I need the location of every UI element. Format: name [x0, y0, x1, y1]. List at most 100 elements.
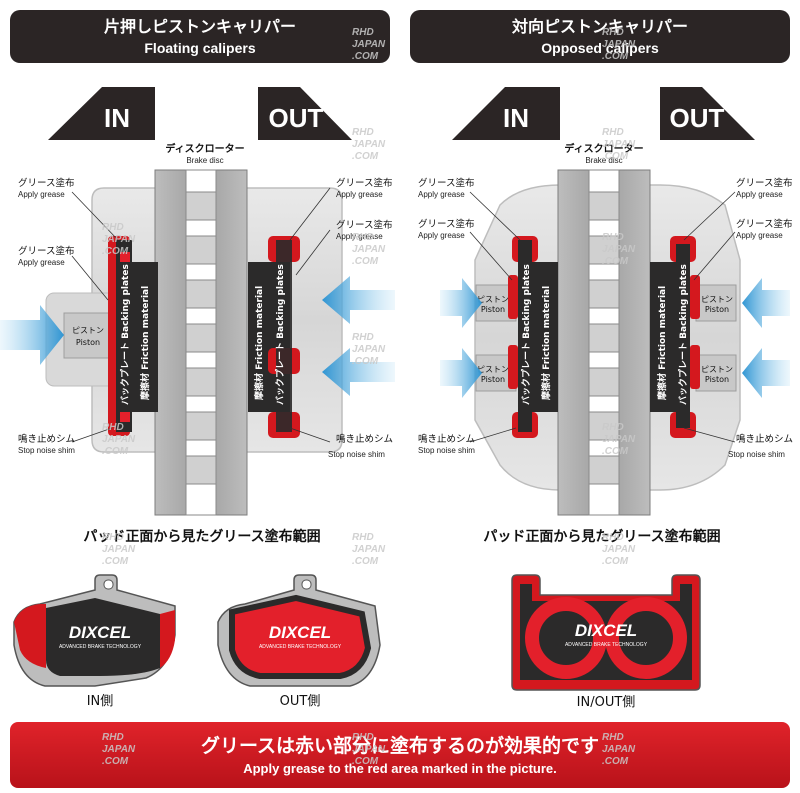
left-out-label: OUT	[269, 103, 324, 133]
wm-g-1: RHD	[102, 532, 124, 543]
banner-en: Apply grease to the red area marked in t…	[243, 761, 557, 776]
left-force-arrow-in	[0, 305, 64, 365]
wm-g-2: JAPAN	[102, 544, 136, 555]
left-annotations	[71, 187, 331, 443]
left-shim-jp: 鳴き止めシム	[18, 433, 75, 445]
wm-o-2: JAPAN	[352, 744, 386, 755]
left-grease-4-jp: グリース塗布	[336, 219, 393, 231]
left-force-arrow-out-1	[322, 276, 395, 324]
right-piston-in-1-jp: ピストン	[477, 295, 509, 304]
right-shim-jp: 鳴き止めシム	[418, 433, 475, 445]
right-piston-out-1-en: Piston	[705, 305, 729, 314]
wm-d-2: JAPAN	[352, 344, 386, 355]
banner-jp: グリースは赤い部分に塗布するのが効果的です	[201, 734, 599, 757]
wm-p-2: JAPAN	[602, 744, 636, 755]
wm-n-3: .COM	[102, 756, 129, 767]
left-in-arrow: IN	[48, 87, 155, 140]
right-grease-3-jp: グリース塗布	[736, 177, 793, 189]
wm-a-3: .COM	[352, 51, 379, 62]
wm-f-3: .COM	[102, 446, 129, 457]
right-force-arrow-in-2	[440, 348, 482, 398]
pad-out-label: OUT側	[280, 694, 321, 709]
left-in-pad	[108, 236, 158, 436]
right-out-backing-label: バックプレート Backing plates	[677, 264, 689, 405]
right-out-label: OUT	[670, 103, 725, 133]
right-grease-3-en: Apply grease	[736, 190, 783, 199]
wm-b-3: .COM	[352, 151, 379, 162]
left-in-backing-label: バックプレート Backing plates	[119, 264, 131, 405]
right-force-arrow-out-1	[742, 278, 790, 328]
wm-d-3: .COM	[352, 356, 379, 367]
right-out-arrow: OUT	[660, 87, 755, 140]
wm-b-2: JAPAN	[352, 139, 386, 150]
right-grease-4-jp: グリース塗布	[736, 218, 793, 230]
right-grease-4-en: Apply grease	[736, 231, 783, 240]
left-disc-jp: ディスクローター	[165, 142, 244, 155]
wm-c-2: JAPAN	[352, 244, 386, 255]
left-grease-2-en: Apply grease	[18, 258, 65, 267]
left-piston-jp: ピストン	[72, 326, 104, 335]
wm-n-1: RHD	[102, 732, 124, 743]
right-piston-in-2-en: Piston	[481, 375, 505, 384]
wm-c-1: RHD	[352, 232, 374, 243]
wm-p-3: .COM	[602, 756, 629, 767]
pad-inout-label: IN/OUT側	[577, 695, 636, 710]
wm-h-3: .COM	[352, 556, 379, 567]
wm-k-3: .COM	[602, 256, 629, 267]
pad-in-label: IN側	[87, 694, 114, 709]
wm-e-3: .COM	[102, 246, 129, 257]
wm-i-1: RHD	[602, 27, 624, 38]
left-grease-3-en: Apply grease	[336, 190, 383, 199]
wm-m-2: JAPAN	[602, 544, 636, 555]
left-pads-heading: パッド正面から見たグリース塗布範囲	[83, 528, 320, 545]
right-brake-disc	[557, 169, 651, 516]
wm-g-3: .COM	[102, 556, 129, 567]
right-in-pad	[508, 236, 558, 438]
right-in-arrow: IN	[452, 87, 560, 140]
wm-b-1: RHD	[352, 127, 374, 138]
wm-m-3: .COM	[602, 556, 629, 567]
left-shim-2-en: Stop noise shim	[328, 450, 385, 459]
left-grease-1-jp: グリース塗布	[18, 177, 75, 189]
wm-o-3: .COM	[352, 756, 379, 767]
right-title-jp: 対向ピストンキャリパー	[511, 17, 688, 36]
wm-f-1: RHD	[102, 422, 124, 433]
right-header: 対向ピストンキャリパー Opposed calipers	[410, 10, 790, 63]
right-grease-2-jp: グリース塗布	[418, 218, 475, 230]
right-shim-2-en: Stop noise shim	[728, 450, 785, 459]
left-piston-en: Piston	[76, 338, 100, 347]
right-in-label: IN	[503, 103, 529, 133]
wm-j-1: RHD	[602, 127, 624, 138]
right-grease-2-en: Apply grease	[418, 231, 465, 240]
wm-c-3: .COM	[352, 256, 379, 267]
wm-k-2: JAPAN	[602, 244, 636, 255]
pad-front-out: DIXCEL ADVANCED BRAKE TECHNOLOGY	[217, 574, 381, 687]
left-title-jp: 片押しピストンキャリパー	[104, 17, 296, 36]
left-header: 片押しピストンキャリパー Floating calipers	[10, 10, 390, 63]
left-out-pad	[248, 236, 300, 438]
right-annotations	[469, 191, 736, 443]
pad-in-brand-sub: ADVANCED BRAKE TECHNOLOGY	[59, 644, 142, 650]
left-brake-disc	[154, 169, 248, 516]
right-shim-2-jp: 鳴き止めシム	[736, 433, 793, 445]
right-force-arrow-out-2	[742, 348, 790, 398]
left-out-backing-label: バックプレート Backing plates	[274, 264, 286, 405]
left-in-label: IN	[104, 103, 130, 133]
right-disc-jp: ディスクローター	[564, 142, 643, 155]
right-pads-heading: パッド正面から見たグリース塗布範囲	[483, 528, 720, 545]
wm-n-2: JAPAN	[102, 744, 136, 755]
wm-h-1: RHD	[352, 532, 374, 543]
left-force-arrow-out-2	[322, 348, 395, 396]
wm-l-2: JAPAN	[602, 434, 636, 445]
pad-in-brand: DIXCEL	[69, 623, 131, 642]
right-shim-en: Stop noise shim	[418, 446, 475, 455]
left-grease-2-jp: グリース塗布	[18, 245, 75, 257]
right-piston-out-1	[695, 284, 737, 322]
wm-d-1: RHD	[352, 332, 374, 343]
left-grease-4-en: Apply grease	[336, 232, 383, 241]
right-piston-in-1-en: Piston	[481, 305, 505, 314]
right-grease-1-jp: グリース塗布	[418, 177, 475, 189]
wm-h-2: JAPAN	[352, 544, 386, 555]
wm-a-2: JAPAN	[352, 39, 386, 50]
